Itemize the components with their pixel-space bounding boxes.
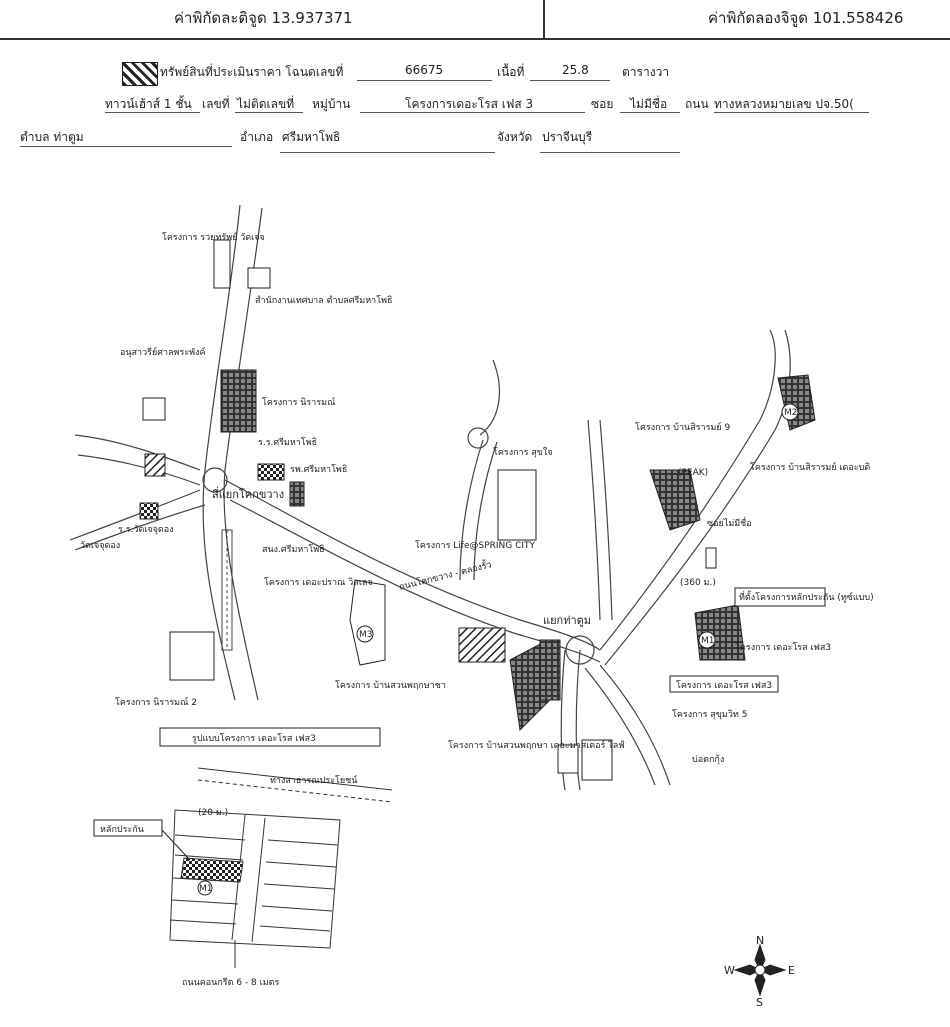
area-unit: ตารางวา (622, 65, 670, 79)
coordinate-bar: ค่าพิกัดละติจูด 13.937371 ค่าพิกัดลองจิจ… (0, 0, 950, 40)
label-district-office: สนง.ศรีมหาโพธิ (262, 544, 325, 555)
rail-line (221, 529, 233, 651)
label-school: ร.ร.ศรีมหาโพธิ (258, 437, 317, 448)
moo-label: หมู่บ้าน (312, 97, 351, 111)
soi-name: ไม่มีชื่อ (630, 97, 668, 111)
road-name: ทางหลวงหมายเลข ปจ.50( (714, 97, 854, 111)
label-sirarom-daebot: โครงการ บ้านสิรารมย์ เดอะบดิ (750, 461, 870, 473)
area-label: เนื้อที่ (497, 65, 525, 79)
label-collateral: หลักประกัน (100, 825, 144, 835)
label-sirarom9: โครงการ บ้านสิรารมย์ 9 (635, 421, 730, 433)
deed-line (357, 64, 492, 81)
road-line (714, 96, 869, 113)
label-soi-nomane: ซอยไม่มีชื่อ (707, 516, 752, 529)
type-line (105, 96, 200, 113)
tambon-line (20, 130, 232, 147)
compass-n: N (756, 934, 764, 947)
compass-e: E (788, 964, 795, 977)
area-line (530, 64, 610, 81)
label-rose3: โครงการ เดอะโรส เฟส3 (735, 642, 831, 653)
inset-m1-marker (197, 880, 213, 896)
label-niratmahn: โครงการ นิรารมณ์ (262, 396, 335, 408)
label-spring: โครงการ Life@SPRING CITY (415, 540, 536, 551)
rose3-box (669, 675, 779, 693)
label-niratmahn2: โครงการ นิรารมณ์ 2 (115, 696, 197, 708)
province-label: จังหวัด (497, 130, 533, 144)
m1-marker (698, 631, 716, 649)
label-sukhumvit5: โครงการ สุขุมวิท 5 (672, 709, 747, 720)
village-line (360, 96, 585, 113)
target-box (734, 587, 826, 607)
label-boksak: บ่อตกกุ้ง (692, 754, 724, 765)
province-line (540, 136, 680, 153)
label-hospital: รพ.ศรีมหาโพธิ (290, 464, 347, 475)
m1-label: M1 (701, 636, 715, 646)
house-no-label: เลขที่ (202, 97, 230, 111)
compass-w: W (724, 964, 735, 977)
longitude-text: ค่าพิกัดลองจิจูด 101.558426 (708, 9, 904, 27)
province: ปราจีนบุรี (542, 130, 593, 144)
compass-rose (733, 943, 787, 997)
house-line (235, 96, 303, 113)
label-suanphu: โครงการ บ้านสวนพฤกษาชา (335, 680, 446, 691)
m3-marker (356, 625, 374, 643)
divider (543, 0, 545, 38)
tambon: ตำบล ท่าตูม (20, 130, 84, 144)
label-deprachom: โครงการ เดอะปราณ วิลเลจ (264, 577, 373, 588)
road-network (69, 204, 791, 791)
label-sao: สำนักงานเทศบาล ตำบลศรีมหาโพธิ (255, 295, 392, 306)
label-dist-360: (360 ม.) (680, 578, 716, 588)
legend-label: ทรัพย์สินที่ประเมินราคา โฉนดเลขที่ (160, 65, 344, 79)
collateral-pointer (161, 829, 191, 861)
label-thatum-intersection: แยกท่าตูม (543, 614, 591, 627)
compass-s: S (756, 996, 763, 1009)
label-main-road: ถนนโคกขวาง - คลองรั้ว (398, 557, 493, 593)
m2-marker (781, 403, 799, 421)
area-value: 25.8 (562, 63, 589, 77)
label-dist-20: (20 ม.) (198, 808, 228, 818)
layout-title-box (159, 727, 381, 747)
m3-label: M3 (359, 630, 373, 640)
label-monument: อนุสาวรีย์ศาลพระพังค์ (120, 346, 206, 358)
latitude-text: ค่าพิกัดละติจูด 13.937371 (174, 9, 353, 27)
property-type: ทาวน์เฮ้าส์ 1 ชั้น (105, 97, 192, 111)
housing-blocks (139, 239, 816, 781)
label-concrete-road: ถนนคอนกรีต 6 - 8 เมตร (182, 977, 279, 988)
soi-line (620, 96, 680, 113)
layout-title: รูปแบบโครงการ เดอะโรส เฟส3 (192, 733, 316, 744)
inset-m1-label: M1 (199, 884, 213, 894)
label-ruaysap: โครงการ รวยทรัพย์ วัดเจจ (162, 231, 265, 243)
site-layout-inset (169, 767, 393, 968)
amphoe-line (280, 136, 495, 153)
village-name: โครงการเดอะโรส เฟส 3 (405, 97, 534, 111)
amphoe-label: อำเภอ (240, 130, 274, 144)
collateral-box (93, 819, 163, 837)
amphoe: ศรีมหาโพธิ (282, 130, 341, 144)
label-rose3-box: โครงการ เดอะโรส เฟส3 (676, 680, 772, 691)
label-sukjai: โครงการ สุขใจ (493, 447, 553, 458)
label-school-wat: ร.ร.วัดเจจุดอง (118, 525, 174, 535)
m2-label: M2 (784, 408, 798, 418)
label-peak: (PEAK) (678, 468, 708, 478)
label-wat: วัดเจจุดอง (80, 541, 120, 551)
house-no: ไม่ติดเลขที่ (237, 97, 295, 111)
label-suan-master: โครงการ บ้านสวนพฤกษา เดอะมาสเตอร์ ไลฟ์ (448, 739, 625, 751)
label-kok-intersection: สี่แยกโคกขวาง (212, 486, 284, 501)
label-target: ที่ตั้งโครงการหลักประกัน (ทูซ์แบบ) (739, 590, 874, 603)
label-public-road: ทางสาธารณประโยชน์ (270, 774, 358, 786)
road-label: ถนน (685, 97, 709, 111)
deed-number: 66675 (405, 63, 444, 77)
legend-hatch-swatch (122, 62, 158, 86)
soi-label: ซอย (591, 97, 614, 111)
